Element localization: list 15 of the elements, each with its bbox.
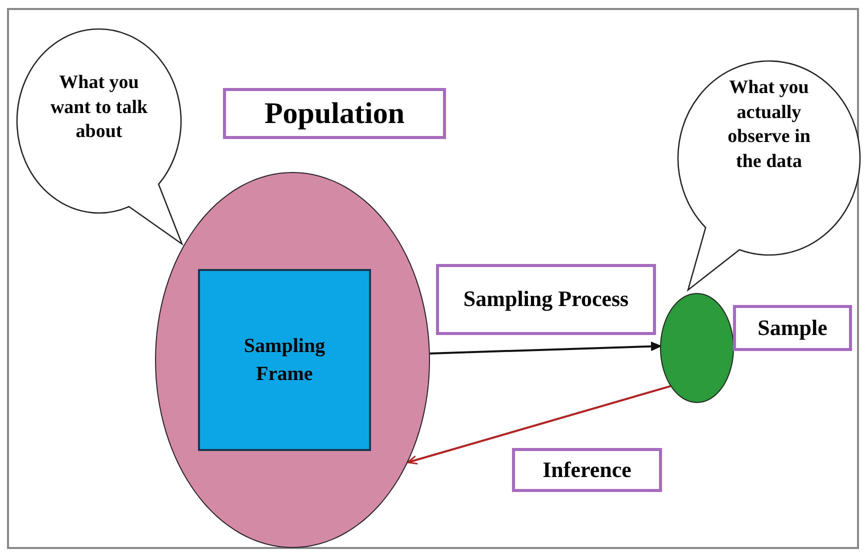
node-text: Inference [542,456,632,484]
inference-label-box [512,448,662,492]
node-text: Sample [758,314,828,342]
node-text: What you actually observe in the data [726,76,812,174]
arrow [407,385,671,464]
node-text: Population [264,96,405,132]
arrow [430,342,661,354]
node-text: Sampling Process [463,285,629,314]
speech-bubble [676,60,862,292]
title-box [223,88,446,139]
sample-label-box [733,305,852,351]
frame-square [198,269,371,451]
node-text: What you want to talk about [49,71,149,144]
process-label-box [436,264,656,335]
node-text: Sampling Frame [242,334,326,387]
